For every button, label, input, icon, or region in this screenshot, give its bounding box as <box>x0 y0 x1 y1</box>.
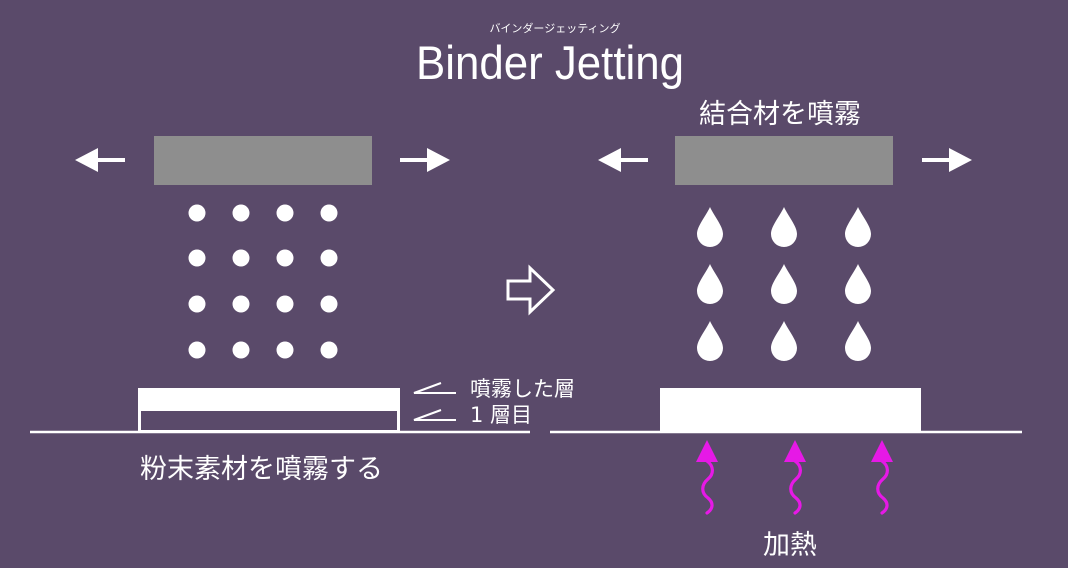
powder-particle <box>232 204 250 222</box>
head-move-left-icon <box>598 148 648 172</box>
heat-wave <box>789 459 802 515</box>
powder-particle <box>276 295 294 313</box>
sprayed-layer-label: 噴霧した層 <box>470 377 575 401</box>
heat-arrow-head <box>871 440 893 462</box>
bonded-layer <box>660 388 921 432</box>
heating-caption: 加熱 <box>763 530 817 561</box>
powder-particle <box>188 295 206 313</box>
powder-particle-grid <box>188 204 338 359</box>
powder-particle <box>320 249 338 267</box>
heat-wave <box>876 459 889 515</box>
heat-wave <box>701 459 714 515</box>
first-layer-label: 1 層目 <box>470 403 532 427</box>
heat-arrow-head <box>696 440 718 462</box>
powder-print-head <box>154 136 372 185</box>
arrow-head <box>598 148 621 172</box>
binder-spray-heading: 結合材を噴霧 <box>699 99 861 130</box>
head-move-right-icon <box>922 148 972 172</box>
powder-particle <box>232 341 250 359</box>
powder-particle <box>188 249 206 267</box>
powder-spray-caption: 粉末素材を噴霧する <box>140 454 383 485</box>
binder-spray-step: 結合材を噴霧 <box>550 99 1022 561</box>
powder-spray-step: 噴霧した層 1 層目 粉末素材を噴霧する <box>30 136 575 485</box>
title-reading: バインダージェッティング <box>489 21 620 35</box>
next-step-arrow-icon <box>506 264 556 316</box>
arrow-head <box>949 148 972 172</box>
heat-arrow-icon <box>696 440 718 515</box>
head-move-left-icon <box>75 148 125 172</box>
powder-particle <box>320 204 338 222</box>
powder-particle <box>320 295 338 313</box>
heat-arrow-icon <box>871 440 893 515</box>
powder-particle <box>188 204 206 222</box>
powder-particle <box>276 341 294 359</box>
sprayed-layer-pointer-icon <box>413 382 456 394</box>
page-title: Binder Jetting <box>416 36 684 89</box>
powder-particle <box>320 341 338 359</box>
powder-particle <box>232 249 250 267</box>
powder-particle <box>188 341 206 359</box>
binder-print-head <box>675 136 893 185</box>
powder-particle <box>276 204 294 222</box>
powder-particle <box>276 249 294 267</box>
arrow-head <box>75 148 98 172</box>
heat-arrow-icon <box>784 440 806 515</box>
powder-particle <box>232 295 250 313</box>
sprayed-layer <box>138 388 400 409</box>
arrow-head <box>427 148 450 172</box>
first-layer-pointer-icon <box>413 409 456 421</box>
head-move-right-icon <box>400 148 450 172</box>
heat-arrow-head <box>784 440 806 462</box>
